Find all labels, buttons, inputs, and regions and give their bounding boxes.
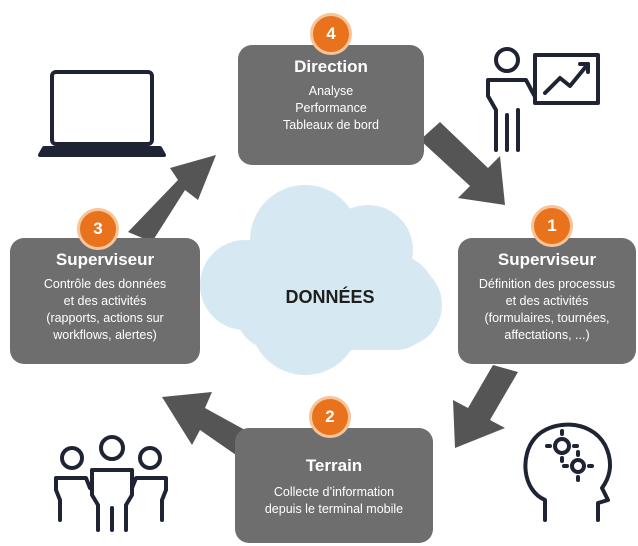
box-line: Définition des processus <box>478 277 616 291</box>
box-line: Collecte d’information <box>273 485 395 499</box>
box-line: (formulaires, tournées, <box>484 311 610 325</box>
step-badge-3: 3 <box>77 208 119 250</box>
step-badge-2: 2 <box>309 396 351 438</box>
superviseur-definition-box: Superviseur Définition des processus et … <box>458 238 636 364</box>
arrow-superviseur3-to-direction <box>128 155 216 242</box>
box-title: Terrain <box>305 456 363 475</box>
box-title: Superviseur <box>497 250 597 269</box>
arrow-superviseur1-to-terrain <box>453 365 518 448</box>
center-label: DONNÉES <box>285 287 375 307</box>
cloud-shape <box>200 185 442 375</box>
direction-box: Direction Analyse Performance Tableaux d… <box>238 45 424 165</box>
box-title: Direction <box>294 57 368 76</box>
box-title: Superviseur <box>55 250 155 269</box>
laptop-icon <box>38 70 166 157</box>
arrow-terrain-to-superviseur3 <box>162 392 245 455</box>
step-badge-4: 4 <box>310 13 352 55</box>
head-gears-icon <box>523 422 613 522</box>
team-icon <box>54 435 168 532</box>
box-line: Analyse <box>308 84 354 98</box>
box-line: Contrôle des données <box>43 277 167 291</box>
arrow-direction-to-superviseur1 <box>420 122 505 205</box>
box-line: Tableaux de bord <box>283 118 379 132</box>
box-line: affectations, ...) <box>504 328 590 342</box>
box-line: workflows, alertes) <box>53 328 157 342</box>
box-line: et des activités <box>505 294 589 308</box>
presenter-chart-icon <box>486 47 600 152</box>
box-line: depuis le terminal mobile <box>264 502 404 516</box>
box-line: Performance <box>295 101 367 115</box>
box-line: (rapports, actions sur <box>46 311 164 325</box>
superviseur-controle-box: Superviseur Contrôle des données et des … <box>10 238 200 364</box>
box-line: et des activités <box>63 294 147 308</box>
terrain-box: Terrain Collecte d’information depuis le… <box>235 428 433 543</box>
step-badge-1: 1 <box>531 205 573 247</box>
